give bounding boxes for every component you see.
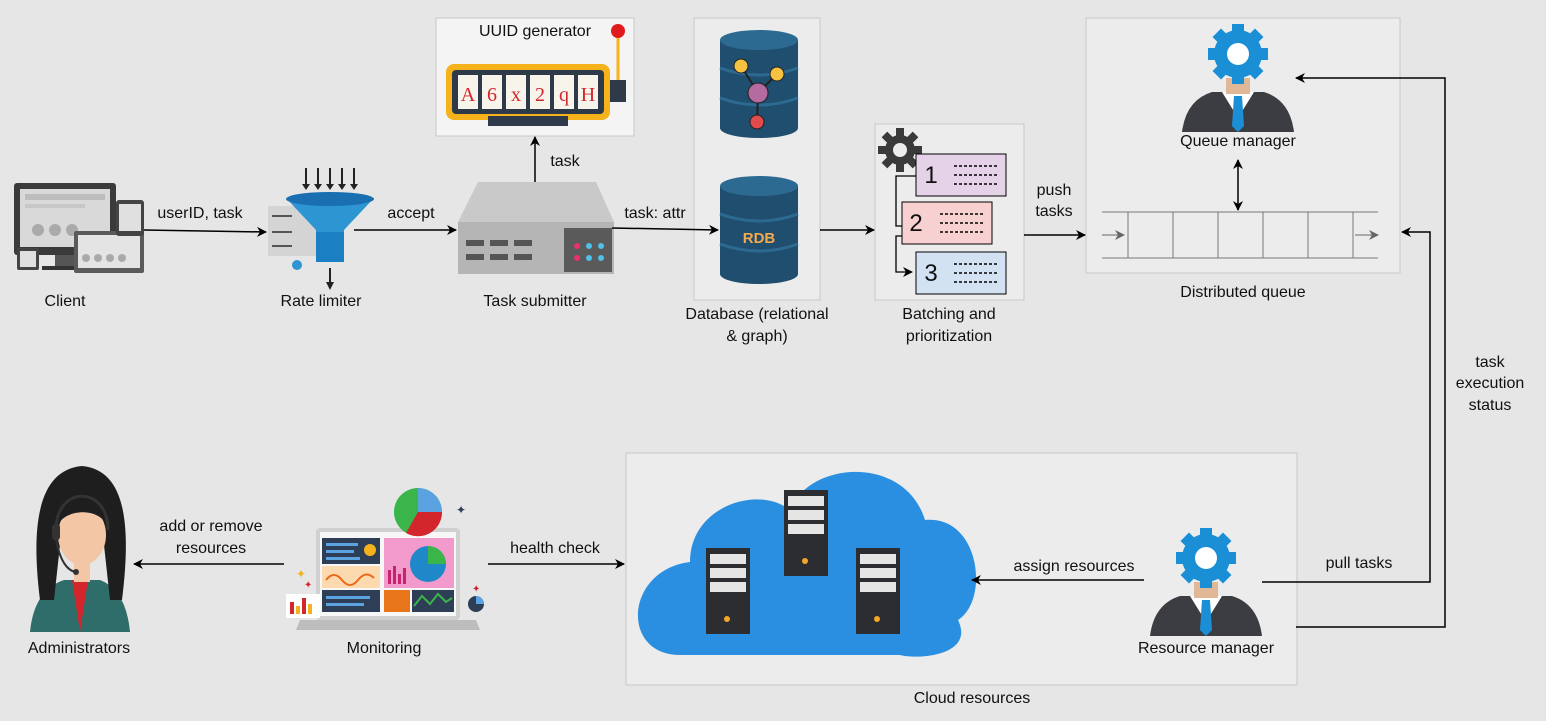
rate-limiter-label: Rate limiter (280, 293, 362, 310)
uuid-char: A (461, 84, 476, 106)
batch-number-3: 3 (924, 260, 938, 287)
uuid-reel (578, 75, 598, 109)
edge-pull-tasks (1262, 227, 1431, 583)
database-icon (719, 30, 799, 138)
svg-text:✦: ✦ (296, 567, 306, 581)
edge-label-assign-resources: assign resources (1013, 558, 1135, 575)
uuid-char: x (511, 84, 521, 106)
svg-text:✦: ✦ (472, 584, 480, 595)
funnel-icon (268, 168, 374, 290)
database-label-line2: & graph) (726, 328, 788, 345)
uuid-reel (554, 75, 574, 109)
edge-label-health-check: health check (510, 540, 600, 557)
queue-manager-label: Queue manager (1180, 133, 1296, 150)
distributed-queue-label: Distributed queue (1180, 284, 1306, 301)
uuid-reel (530, 75, 550, 109)
queue-strip (1102, 211, 1379, 259)
uuid-reel (506, 75, 526, 109)
edge-label-status-2: execution (1455, 375, 1525, 392)
uuid-char: q (559, 84, 569, 106)
edge-label-resources: resources (175, 540, 247, 557)
manager-icon (1150, 528, 1262, 636)
laptop-dashboard-icon: ✦ ✦ ✦ ✦ (286, 488, 484, 630)
uuid-char: 2 (535, 84, 545, 106)
batch-cards (895, 153, 1007, 295)
edge-execution-status (1295, 73, 1446, 628)
database-icon (719, 176, 799, 284)
edge-client-to-limiter (143, 226, 267, 237)
client-label: Client (44, 293, 86, 310)
edge-label-status-1: task (1475, 354, 1505, 371)
edge-label-pull-tasks: pull tasks (1325, 555, 1393, 572)
svg-text:✦: ✦ (304, 580, 312, 591)
batching-label-line1: Batching and (902, 306, 996, 323)
rdb-label: RDB (742, 230, 776, 247)
edge-submitter-to-db (611, 224, 719, 235)
batch-number-2: 2 (909, 210, 923, 237)
gear-icon (878, 128, 922, 172)
edge-label-add-remove: add or remove (159, 518, 263, 535)
cloud-icon (637, 471, 977, 657)
monitoring-label: Monitoring (346, 640, 422, 657)
database-label-line1: Database (relational (685, 306, 829, 323)
task-submitter-label: Task submitter (483, 293, 587, 310)
administrators-label: Administrators (27, 640, 131, 657)
edge-label-status-3: status (1468, 397, 1512, 414)
cloud-resources-label: Cloud resources (913, 690, 1031, 707)
connectors (133, 73, 1446, 628)
batch-number-1: 1 (924, 162, 938, 189)
server-icon (458, 182, 614, 274)
uuid-char: 6 (487, 84, 497, 106)
monitor-icon (14, 183, 144, 273)
edge-label-userid-task: userID, task (157, 205, 243, 222)
batching-label-line2: prioritization (905, 328, 993, 345)
uuid-reel (482, 75, 502, 109)
uuid-generator-label: UUID generator (478, 23, 592, 40)
edge-label-task: task (550, 153, 580, 170)
edge-label-task-attr: task: attr (624, 205, 686, 222)
uuid-reel (458, 75, 478, 109)
manager-icon (1182, 24, 1294, 132)
svg-text:✦: ✦ (456, 503, 466, 517)
uuid-char: H (581, 84, 595, 106)
edge-label-tasks: tasks (1035, 203, 1073, 220)
edge-label-accept: accept (387, 205, 435, 222)
edge-label-push: push (1036, 182, 1072, 199)
headset-agent-icon (30, 466, 130, 632)
resource-manager-label: Resource manager (1137, 640, 1275, 657)
